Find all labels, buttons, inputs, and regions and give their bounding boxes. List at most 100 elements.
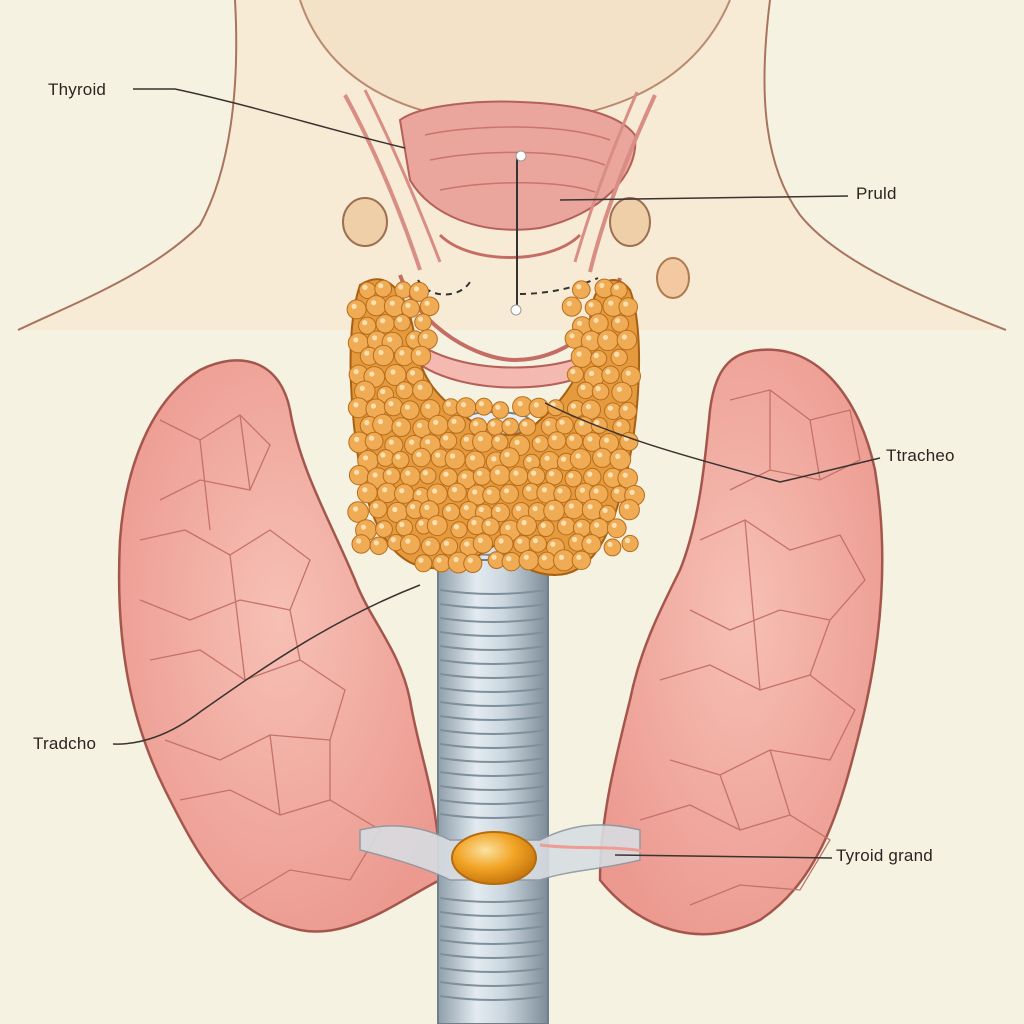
gland-lobule bbox=[432, 554, 451, 573]
gland-lobule-highlight bbox=[576, 351, 582, 357]
gland-lobule-highlight bbox=[629, 489, 635, 495]
gland-lobule bbox=[475, 397, 493, 416]
gland-lobule-highlight bbox=[373, 540, 379, 546]
gland-lobule bbox=[482, 485, 502, 505]
gland-lobule-highlight bbox=[359, 385, 365, 391]
tracheal-ring bbox=[439, 645, 547, 651]
gland-lobule bbox=[356, 482, 378, 504]
gland-lobule-highlight bbox=[622, 405, 628, 411]
gland-lobule-highlight bbox=[550, 541, 556, 547]
gland-lobule bbox=[375, 520, 393, 538]
gland-lobule bbox=[472, 533, 494, 554]
gland-lobule bbox=[499, 483, 520, 504]
gland-lobule-highlight bbox=[370, 403, 376, 409]
gland-lobule-highlight bbox=[360, 524, 367, 530]
gland-lobule-highlight bbox=[399, 384, 405, 390]
gland-lobule bbox=[481, 517, 500, 536]
tracheal-ring bbox=[439, 925, 547, 931]
gland-lobule bbox=[620, 365, 641, 387]
gland-lobule-highlight bbox=[551, 435, 557, 441]
gland-lobule-highlight bbox=[477, 470, 483, 476]
tracheal-ring bbox=[439, 673, 547, 679]
gland-lobule-highlight bbox=[504, 488, 510, 494]
gland-lobule bbox=[499, 447, 520, 468]
gland-lobule bbox=[597, 329, 619, 352]
gland-lobule-highlight bbox=[545, 420, 551, 427]
gland-lobules bbox=[346, 278, 645, 574]
gland-lobule-highlight bbox=[417, 384, 423, 390]
gland-lobule-highlight bbox=[607, 472, 614, 478]
gland-lobule bbox=[527, 466, 546, 486]
tracheal-ring bbox=[439, 981, 547, 987]
gland-lobule-highlight bbox=[532, 506, 538, 512]
gland-lobule-highlight bbox=[607, 541, 613, 548]
gland-lobule-highlight bbox=[409, 439, 415, 445]
gland-lobule-highlight bbox=[445, 401, 451, 407]
label-tracheo: Ttracheo bbox=[886, 446, 955, 465]
gland-lobule bbox=[592, 447, 613, 468]
gland-lobule-highlight bbox=[611, 522, 617, 528]
gland-lobule-highlight bbox=[541, 487, 548, 493]
gland-lobule-highlight bbox=[388, 401, 394, 407]
gland-lobule-highlight bbox=[615, 453, 621, 459]
gland-lobule bbox=[618, 401, 638, 421]
gland-lobule-highlight bbox=[477, 537, 483, 544]
gland-lobule bbox=[571, 550, 592, 570]
gland-lobule-highlight bbox=[580, 384, 586, 390]
gland-lobule-highlight bbox=[622, 472, 628, 478]
gland-lobule bbox=[531, 434, 550, 453]
gland-lobule bbox=[472, 430, 494, 453]
gland-lobule bbox=[508, 466, 529, 487]
gland-lobule-highlight bbox=[373, 503, 379, 509]
gland-lobule-highlight bbox=[405, 302, 411, 308]
gland-lobule bbox=[347, 501, 369, 523]
tracheal-ring bbox=[439, 617, 547, 623]
gland-lobule bbox=[569, 448, 592, 470]
gland-lobule-highlight bbox=[549, 471, 555, 477]
larynx bbox=[342, 89, 690, 389]
gland-lobule-highlight bbox=[380, 452, 386, 458]
gland-lobule bbox=[450, 521, 468, 539]
tracheal-ring bbox=[439, 939, 547, 945]
gland-lobule bbox=[364, 431, 384, 451]
gland-lobule-highlight bbox=[382, 487, 388, 493]
gland-lobule bbox=[603, 538, 622, 557]
gland-lobule-highlight bbox=[436, 557, 442, 563]
label-pruld: Pruld bbox=[856, 184, 897, 203]
gland-lobule bbox=[427, 414, 449, 436]
tracheal-ring bbox=[439, 771, 547, 777]
gland-lobule-highlight bbox=[557, 488, 563, 494]
gland-lobule-highlight bbox=[614, 351, 620, 357]
gland-lobule-highlight bbox=[594, 419, 600, 426]
gland-lobule bbox=[444, 448, 466, 470]
gland-lobule-highlight bbox=[418, 520, 424, 526]
gland-lobule-highlight bbox=[356, 538, 362, 544]
tracheal-ring bbox=[439, 757, 547, 763]
gland-lobule-highlight bbox=[485, 520, 491, 527]
gland-lobule bbox=[395, 381, 414, 400]
gland-lobule-highlight bbox=[443, 471, 449, 477]
gland-lobule-highlight bbox=[578, 420, 585, 426]
gland-lobule-highlight bbox=[625, 537, 631, 544]
gland-lobule-highlight bbox=[443, 540, 450, 547]
gland-lobule-highlight bbox=[387, 336, 393, 343]
gland-lobule-highlight bbox=[526, 456, 532, 463]
gland-lobule-highlight bbox=[568, 503, 574, 509]
gland-lobule-highlight bbox=[561, 520, 567, 526]
gland-lobule-highlight bbox=[413, 286, 420, 292]
right-thyroid-lobe bbox=[598, 348, 884, 936]
gland-lobule-highlight bbox=[498, 538, 504, 544]
gland-lobule bbox=[411, 447, 432, 468]
gland-lobule-highlight bbox=[569, 435, 575, 441]
gland-lobule-highlight bbox=[621, 334, 628, 340]
gland-lobule-highlight bbox=[432, 488, 438, 494]
gland-lobule-highlight bbox=[415, 350, 421, 356]
gland-lobule bbox=[553, 549, 575, 572]
gland-lobule-highlight bbox=[422, 333, 428, 339]
gland-lobule-highlight bbox=[416, 490, 422, 496]
gland-lobule-highlight bbox=[399, 350, 405, 356]
gland-lobule-highlight bbox=[513, 470, 519, 476]
gland-lobule-highlight bbox=[579, 487, 586, 493]
gland-lobule-highlight bbox=[569, 333, 575, 339]
gland-lobule-highlight bbox=[540, 522, 547, 528]
